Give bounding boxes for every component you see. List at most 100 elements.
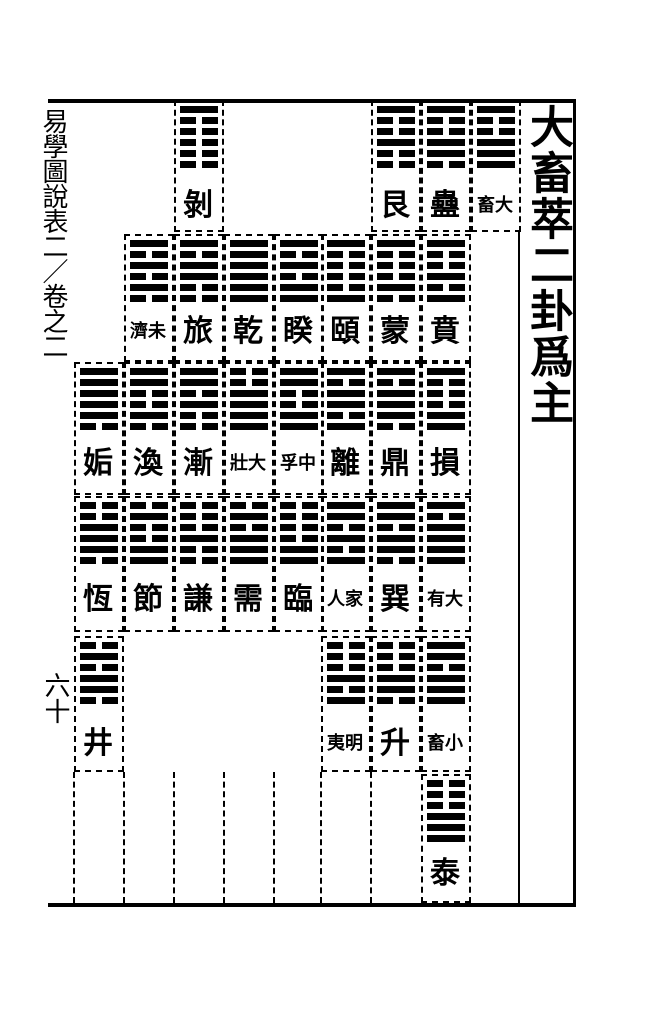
yang-line bbox=[80, 524, 118, 531]
hexagram-symbol-icon bbox=[377, 502, 415, 568]
right-border bbox=[573, 99, 576, 907]
yang-line bbox=[180, 368, 218, 375]
yin-line bbox=[180, 502, 218, 509]
yang-line bbox=[80, 675, 118, 682]
hexagram-symbol-icon bbox=[80, 642, 118, 708]
table-cell bbox=[224, 496, 274, 632]
yang-line bbox=[130, 379, 168, 386]
yin-line bbox=[280, 524, 318, 531]
yin-line bbox=[327, 524, 365, 531]
yang-line bbox=[377, 139, 415, 146]
hexagram-symbol-icon bbox=[280, 502, 318, 568]
yang-line bbox=[230, 262, 268, 269]
hexagram-symbol-icon bbox=[80, 502, 118, 568]
yin-line bbox=[180, 139, 218, 146]
yang-line bbox=[427, 240, 465, 247]
hexagram-name: 艮 bbox=[380, 188, 410, 223]
yang-line bbox=[80, 686, 118, 693]
yin-line bbox=[377, 295, 415, 302]
yang-line bbox=[130, 546, 168, 553]
yin-line bbox=[130, 251, 168, 258]
yang-line bbox=[377, 284, 415, 291]
yang-line bbox=[427, 150, 465, 157]
yang-line bbox=[327, 368, 365, 375]
table-cell bbox=[74, 636, 124, 772]
margin-text: 易學圖說表二／卷之二 bbox=[38, 108, 68, 358]
yin-line bbox=[327, 284, 365, 291]
hexagram-name: 小畜 bbox=[427, 733, 463, 754]
yang-line bbox=[427, 524, 465, 531]
hexagram-symbol-icon bbox=[230, 368, 268, 434]
hexagram-symbol-icon bbox=[377, 106, 415, 172]
yang-line bbox=[427, 675, 465, 682]
yin-line bbox=[377, 697, 415, 704]
yang-line bbox=[377, 686, 415, 693]
top-border bbox=[48, 99, 576, 103]
yang-line bbox=[427, 813, 465, 820]
yang-line bbox=[180, 240, 218, 247]
yin-line bbox=[327, 653, 365, 660]
yin-line bbox=[377, 524, 415, 531]
hexagram-name: 大有 bbox=[427, 589, 463, 610]
yang-line bbox=[230, 251, 268, 258]
table-cell bbox=[421, 774, 471, 903]
yang-line bbox=[130, 412, 168, 419]
hexagram-symbol-icon bbox=[377, 368, 415, 434]
yin-line bbox=[80, 697, 118, 704]
table-cell bbox=[421, 234, 471, 362]
hexagram-symbol-icon bbox=[180, 106, 218, 172]
yin-line bbox=[377, 128, 415, 135]
yin-line bbox=[327, 546, 365, 553]
yin-line bbox=[427, 161, 465, 168]
hexagram-symbol-icon bbox=[130, 368, 168, 434]
yin-line bbox=[377, 557, 415, 564]
yin-line bbox=[280, 251, 318, 258]
hexagram-symbol-icon bbox=[427, 106, 465, 172]
yang-line bbox=[427, 295, 465, 302]
hexagram-symbol-icon bbox=[427, 642, 465, 708]
hexagram-name: 節 bbox=[133, 582, 163, 617]
yang-line bbox=[130, 262, 168, 269]
yang-line bbox=[377, 412, 415, 419]
yin-line bbox=[327, 412, 365, 419]
yang-line bbox=[377, 401, 415, 408]
yin-line bbox=[280, 502, 318, 509]
yang-line bbox=[130, 557, 168, 564]
yang-line bbox=[377, 106, 415, 113]
yang-line bbox=[427, 697, 465, 704]
yin-line bbox=[377, 642, 415, 649]
yang-line bbox=[377, 502, 415, 509]
yang-line bbox=[427, 642, 465, 649]
yin-line bbox=[180, 251, 218, 258]
hexagram-symbol-icon bbox=[427, 240, 465, 306]
yin-line bbox=[377, 653, 415, 660]
yang-line bbox=[427, 557, 465, 564]
hexagram-name: 謙 bbox=[183, 582, 213, 617]
yin-line bbox=[427, 284, 465, 291]
yang-line bbox=[327, 295, 365, 302]
yang-line bbox=[427, 139, 465, 146]
yin-line bbox=[280, 273, 318, 280]
yang-line bbox=[230, 423, 268, 430]
yang-line bbox=[180, 379, 218, 386]
yin-line bbox=[427, 791, 465, 798]
yin-line bbox=[427, 664, 465, 671]
yin-line bbox=[180, 524, 218, 531]
yin-line bbox=[327, 642, 365, 649]
yin-line bbox=[180, 546, 218, 553]
hexagram-name: 損 bbox=[430, 446, 460, 481]
yang-line bbox=[80, 412, 118, 419]
yin-line bbox=[327, 686, 365, 693]
yang-line bbox=[80, 535, 118, 542]
yin-line bbox=[130, 401, 168, 408]
yang-line bbox=[180, 535, 218, 542]
yin-line bbox=[427, 117, 465, 124]
yang-line bbox=[377, 535, 415, 542]
yang-line bbox=[427, 502, 465, 509]
table-cell bbox=[124, 362, 174, 495]
column-rule bbox=[173, 772, 175, 903]
yang-line bbox=[130, 240, 168, 247]
hexagram-symbol-icon bbox=[280, 368, 318, 434]
yin-line bbox=[180, 284, 218, 291]
yang-line bbox=[327, 513, 365, 520]
